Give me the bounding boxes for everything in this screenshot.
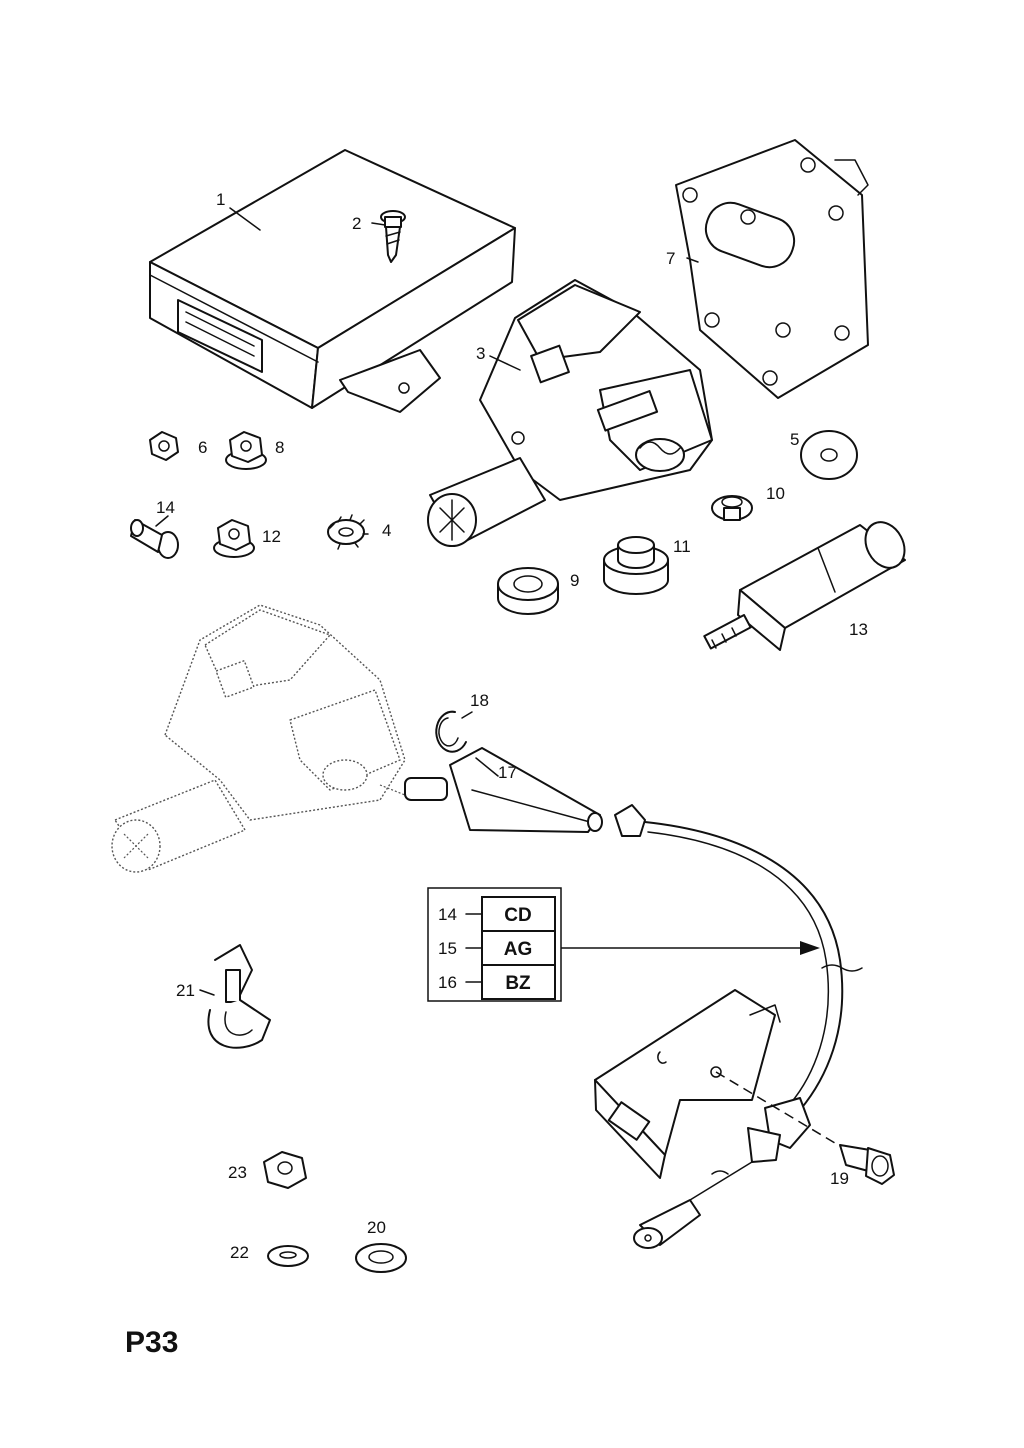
variant-code-bz: BZ <box>505 973 531 994</box>
ghost-lock-housing <box>111 604 406 873</box>
callout-8: 8 <box>275 438 284 457</box>
assembly-guide-line <box>715 1071 856 1156</box>
cable-part-17 <box>404 747 863 1249</box>
callout-5: 5 <box>790 430 799 449</box>
flange-nut-part-8 <box>225 431 267 470</box>
control-unit-part-1 <box>149 149 516 413</box>
page-code: P33 <box>125 1326 178 1359</box>
variant-cell-cd <box>481 896 556 932</box>
callout-14: 14 <box>156 498 175 517</box>
callout-10: 10 <box>766 484 785 503</box>
nut-part-23 <box>263 1151 307 1189</box>
bolt-part-14 <box>130 519 179 559</box>
hex-spacer-part-13 <box>703 521 906 651</box>
callout-23: 23 <box>228 1163 247 1182</box>
washer-part-20 <box>355 1243 407 1273</box>
variant-ref-14: 14 <box>438 905 457 924</box>
callout-2: 2 <box>352 214 361 233</box>
circlip-part-18 <box>435 710 467 753</box>
washer-part-5 <box>800 430 858 480</box>
cap-part-10 <box>711 495 753 521</box>
callout-13: 13 <box>849 620 868 639</box>
callout-21: 21 <box>176 981 195 1000</box>
variant-code-cd: CD <box>504 905 531 926</box>
variant-ref-15: 15 <box>438 939 457 958</box>
callout-6: 6 <box>198 438 207 457</box>
nut-part-6 <box>149 431 179 461</box>
callout-3: 3 <box>476 344 485 363</box>
arrow-head-icon <box>800 941 820 955</box>
leader-lines <box>155 207 699 996</box>
callout-20: 20 <box>367 1218 386 1237</box>
lock-washer-part-4 <box>327 514 369 550</box>
washer-part-22 <box>267 1245 309 1267</box>
screw-part-2 <box>380 210 406 263</box>
callout-17: 17 <box>498 763 517 782</box>
variant-ref-16: 16 <box>438 973 457 992</box>
bracket-plate-part-7 <box>675 139 869 399</box>
callout-19: 19 <box>830 1169 849 1188</box>
lock-housing-part-3 <box>427 279 713 547</box>
callout-labels: 1 2 3 4 5 6 7 8 9 10 11 12 13 14 17 18 1… <box>156 190 868 1262</box>
mounting-bracket <box>594 989 781 1179</box>
callout-11: 11 <box>673 537 691 556</box>
callout-9: 9 <box>570 571 579 590</box>
callout-7: 7 <box>666 249 675 268</box>
ring-part-9 <box>497 567 559 615</box>
variant-table: 14 15 16 CD AG BZ <box>427 887 820 1002</box>
bolt-part-19 <box>839 1144 895 1185</box>
callout-12: 12 <box>262 527 281 546</box>
variant-code-ag: AG <box>504 939 533 960</box>
callout-4: 4 <box>382 521 391 540</box>
callout-22: 22 <box>230 1243 249 1262</box>
clip-part-21 <box>207 944 271 1049</box>
bush-part-11 <box>603 536 669 595</box>
callout-1: 1 <box>216 190 225 209</box>
variant-cell-bz <box>481 964 556 1000</box>
callout-18: 18 <box>470 691 489 710</box>
flange-nut-part-12 <box>213 519 255 558</box>
